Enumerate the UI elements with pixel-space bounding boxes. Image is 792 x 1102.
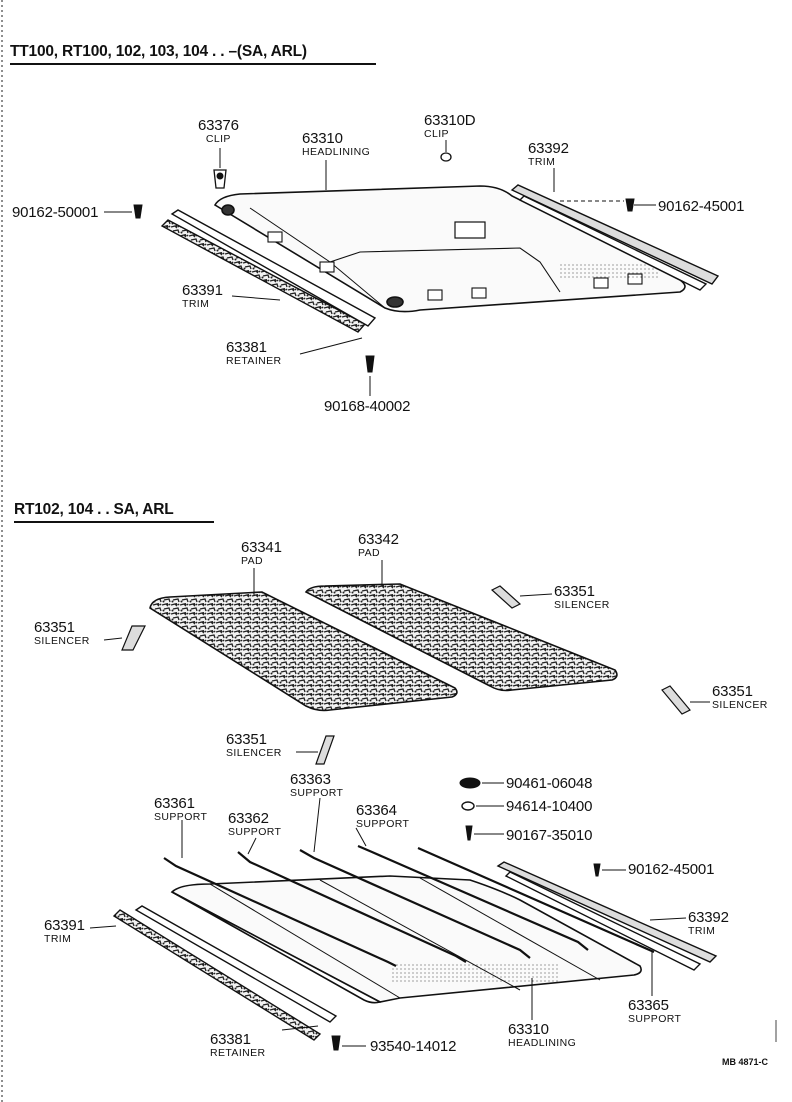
- part-number: 63342: [358, 531, 399, 548]
- drawing-reference-code: MB 4871-C: [722, 1057, 769, 1067]
- part-number: 63381: [210, 1031, 251, 1048]
- fasteners-bottom: [331, 777, 601, 1051]
- headlining-bottom-dotted-band: [390, 964, 560, 984]
- callout-90162-50001: 90162-50001: [12, 204, 99, 221]
- part-name: TRIM: [44, 933, 72, 945]
- callout-63381-retainer-bottom: 63381 RETAINER: [210, 1032, 266, 1059]
- part-number: 63362: [228, 810, 269, 827]
- part-name: HEADLINING: [302, 146, 371, 158]
- part-name: HEADLINING: [508, 1037, 577, 1049]
- part-name: TRIM: [528, 156, 556, 168]
- part-name: SUPPORT: [228, 826, 282, 838]
- part-number: 63391: [44, 917, 85, 934]
- part-name: TRIM: [182, 298, 210, 310]
- callout-63392-trim-top: 63392 TRIM: [528, 141, 569, 168]
- callout-90162-45001-bottom: 90162-45001: [628, 861, 715, 878]
- callout-63351-silencer-right-upper: 63351 SILENCER: [554, 584, 610, 611]
- part-number: 63341: [241, 539, 282, 556]
- callout-94614-10400: 94614-10400: [506, 798, 593, 815]
- callout-63365-support: 63365 SUPPORT: [628, 998, 681, 1025]
- part-number: 63310: [508, 1021, 549, 1038]
- part-name: SUPPORT: [290, 787, 344, 799]
- callout-63391-trim-top: 63391 TRIM: [182, 283, 223, 310]
- leader-lines-bottom: [89, 560, 710, 1047]
- part-number: 63310D: [424, 112, 476, 129]
- leader-lines-top: [104, 140, 656, 396]
- callout-90167-35010: 90167-35010: [506, 827, 593, 844]
- part-name: SUPPORT: [356, 818, 410, 830]
- part-number: 63391: [182, 282, 223, 299]
- part-number: 63381: [226, 339, 267, 356]
- part-name: SILENCER: [226, 747, 282, 759]
- callout-63341-pad: 63341 PAD: [241, 540, 282, 567]
- pad-63342-shape: [304, 583, 618, 692]
- part-number: 63392: [528, 140, 569, 157]
- part-name: RETAINER: [226, 355, 282, 367]
- part-number: 63364: [356, 802, 397, 819]
- part-name: PAD: [241, 555, 264, 567]
- callout-90162-45001-top: 90162-45001: [658, 198, 745, 215]
- part-number: 63351: [226, 731, 267, 748]
- trim-63391-bottom-shape: [112, 905, 338, 1041]
- callout-63342-pad: 63342 PAD: [358, 532, 399, 559]
- part-number: 63361: [154, 795, 195, 812]
- part-name: PAD: [358, 547, 381, 559]
- part-name: TRIM: [688, 925, 716, 937]
- part-name: SILENCER: [554, 599, 610, 611]
- part-number: 63392: [688, 909, 729, 926]
- callout-63391-trim-bottom: 63391 TRIM: [44, 918, 85, 945]
- callout-63362-support: 63362 SUPPORT: [228, 811, 281, 838]
- part-name: RETAINER: [210, 1047, 266, 1059]
- top-section-title: TT100, RT100, 102, 103, 104 . . –(SA, AR…: [10, 43, 307, 60]
- trim-63392-top-shape: [510, 184, 720, 291]
- bottom-section-title: RT102, 104 . . SA, ARL: [14, 501, 174, 518]
- callout-63351-silencer-right-lower: 63351 SILENCER: [712, 684, 768, 711]
- part-number: 63351: [712, 683, 753, 700]
- callout-63376-clip: 63376 CLIP: [198, 118, 239, 145]
- callout-63381-retainer-top: 63381 RETAINER: [226, 340, 282, 367]
- part-name: CLIP: [205, 133, 231, 145]
- callout-63364-support: 63364 SUPPORT: [356, 803, 409, 830]
- callout-63363-support: 63363 SUPPORT: [290, 772, 343, 799]
- part-name: SUPPORT: [154, 811, 208, 823]
- support-bars: [163, 844, 655, 967]
- callout-93540-14012: 93540-14012: [370, 1038, 457, 1055]
- callout-63361-support: 63361 SUPPORT: [154, 796, 207, 823]
- part-number: 63376: [198, 117, 239, 134]
- callout-90461-06048: 90461-06048: [506, 775, 593, 792]
- part-name: SILENCER: [34, 635, 90, 647]
- headlining-top-dotted-band: [560, 262, 660, 280]
- callout-63351-silencer-left: 63351 SILENCER: [34, 620, 90, 647]
- silencer-shapes: [121, 585, 691, 765]
- callout-63392-trim-bottom: 63392 TRIM: [688, 910, 729, 937]
- part-name: CLIP: [424, 128, 449, 140]
- callout-63351-silencer-center: 63351 SILENCER: [226, 732, 282, 759]
- fasteners-top: [133, 152, 635, 373]
- part-name: SILENCER: [712, 699, 768, 711]
- headlining-top-shape: [213, 185, 686, 313]
- part-number: 63363: [290, 771, 331, 788]
- part-number: 63351: [34, 619, 75, 636]
- callout-63310-headlining-bottom: 63310 HEADLINING: [508, 1022, 576, 1049]
- part-name: SUPPORT: [628, 1013, 682, 1025]
- part-number: 63365: [628, 997, 669, 1014]
- callout-63310d-clip: 63310D CLIP: [424, 112, 476, 140]
- pad-63341-shape: [149, 591, 458, 712]
- trim-63391-top-shape: [160, 209, 377, 333]
- part-number: 63351: [554, 583, 595, 600]
- trim-63392-bottom-shape: [496, 861, 718, 971]
- callout-90168-40002: 90168-40002: [324, 398, 411, 415]
- callout-63310-headlining-top: 63310 HEADLINING: [302, 131, 370, 158]
- part-number: 63310: [302, 130, 343, 147]
